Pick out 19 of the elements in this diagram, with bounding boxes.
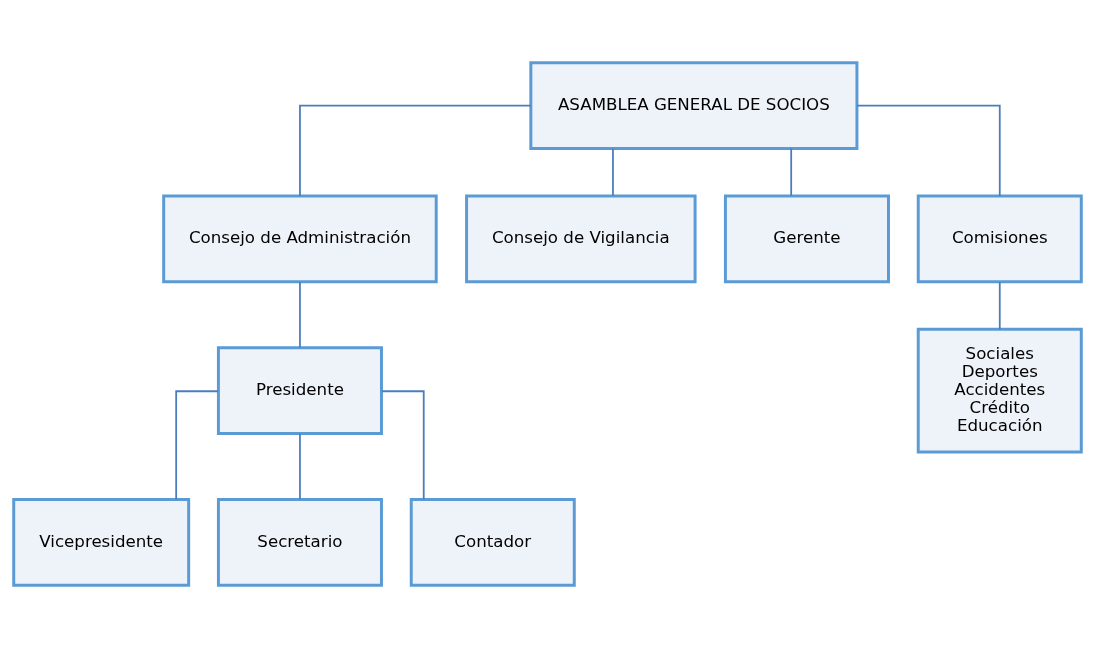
connector [175,389,219,500]
node-box: Consejo de Administración [162,194,438,283]
node-box: Comisiones [916,194,1083,283]
connector [612,147,614,196]
node-box: Secretario [216,497,383,587]
node-box: Gerente [723,194,890,283]
node-box: Presidente [216,345,383,435]
node-box: Vicepresidente [12,497,191,587]
connector [998,280,1001,330]
node-box: Consejo de Vigilancia [465,194,697,283]
node-box: ASAMBLEA GENERAL DE SOCIOS [529,60,859,150]
connector [790,147,793,196]
connector [299,432,301,500]
connector [299,104,532,197]
node-box: Sociales Deportes Accidentes Crédito Educación [916,327,1083,453]
connector [299,280,301,348]
connector [856,104,1001,197]
node-box: Contador [409,497,576,587]
connector [380,389,425,500]
